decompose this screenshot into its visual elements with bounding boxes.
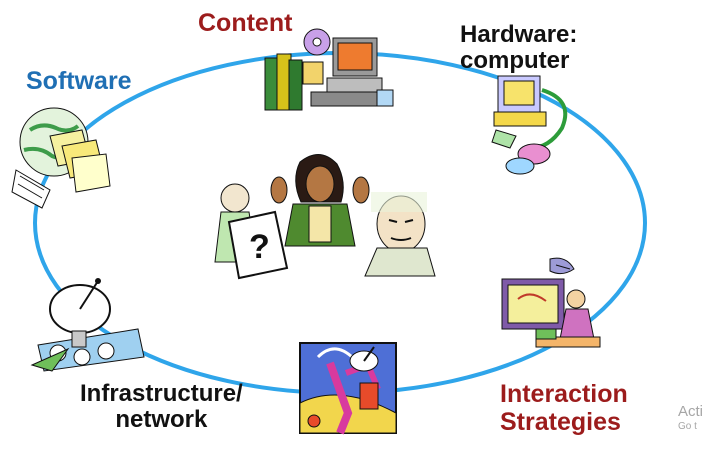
center-people-clipart: ? <box>214 154 436 280</box>
infrastructure-label: Infrastructure/ network <box>80 380 243 434</box>
network-figure-clipart <box>299 342 397 435</box>
content-clipart <box>264 28 394 111</box>
svg-text:?: ? <box>249 228 270 266</box>
hardware-label-line1: Hardware: <box>460 21 578 48</box>
software-label: Software <box>26 67 132 95</box>
hardware-label-line2: computer <box>460 47 570 75</box>
interaction-label-line2: Strategies <box>500 407 621 436</box>
hardware-label: Hardware: computer <box>460 21 578 75</box>
watermark-line2: Go t <box>678 420 697 432</box>
infrastructure-label-line1: Infrastructure/ <box>80 380 243 407</box>
watermark-line1: Acti <box>678 403 704 420</box>
infrastructure-label-line2: network <box>115 406 208 434</box>
interaction-label: Interaction Strategies <box>500 380 628 436</box>
infrastructure-clipart <box>30 278 145 372</box>
interaction-clipart <box>501 257 601 348</box>
software-clipart <box>11 107 111 209</box>
content-label: Content <box>198 9 293 37</box>
hardware-clipart <box>491 75 568 175</box>
interaction-label-line1: Interaction <box>500 380 628 408</box>
activation-watermark: Acti Go t <box>678 403 704 432</box>
